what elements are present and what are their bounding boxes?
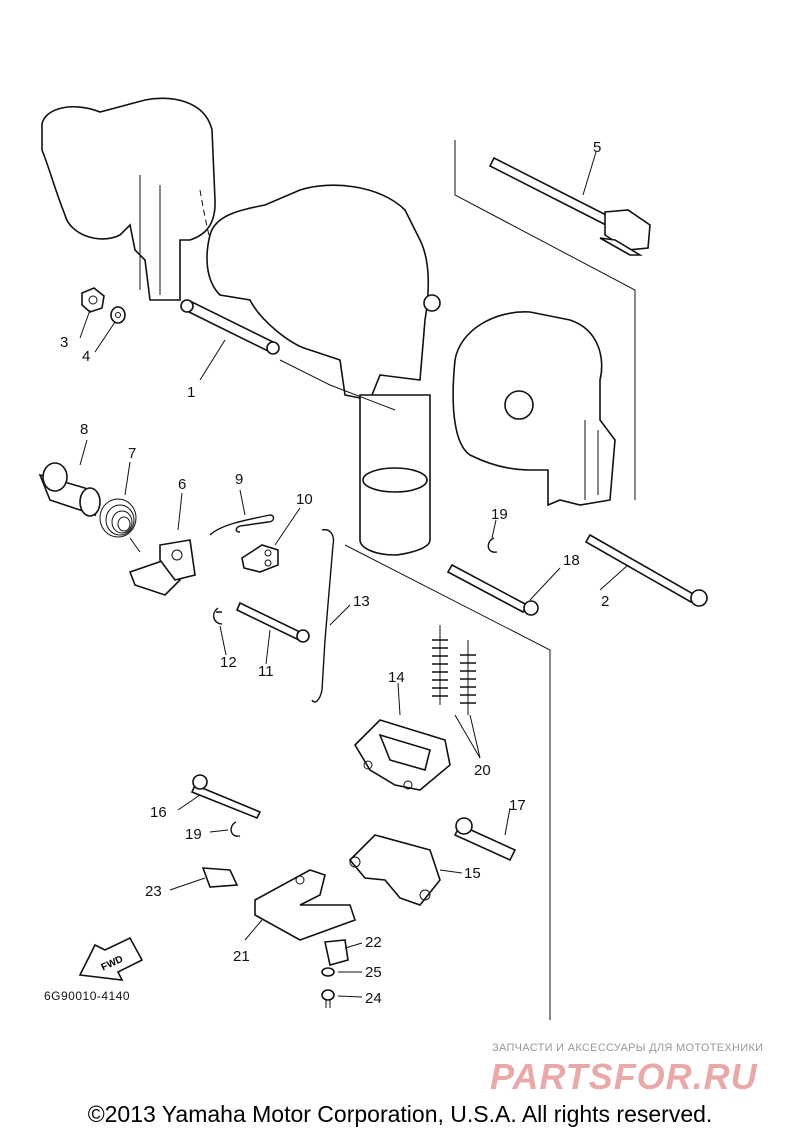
part-10-bracket <box>241 544 279 573</box>
part-22-bracket <box>324 939 349 966</box>
callout-15: 15 <box>464 865 481 882</box>
callout-13: 13 <box>353 593 370 610</box>
callout-20: 20 <box>474 762 491 779</box>
callout-19-upper: 19 <box>491 506 508 523</box>
callout-23: 23 <box>145 883 162 900</box>
part-2-bolt <box>584 533 708 607</box>
swivel-bracket <box>206 184 441 556</box>
callout-21: 21 <box>233 948 250 965</box>
callout-14: 14 <box>388 669 405 686</box>
part-4-washer <box>110 306 126 324</box>
part-16-bolt <box>190 774 262 820</box>
part-19-clip-lower <box>230 821 241 837</box>
drawing-code: 6G90010-4140 <box>44 989 131 1003</box>
callout-24: 24 <box>365 990 382 1007</box>
callout-5: 5 <box>593 139 601 156</box>
callout-16: 16 <box>150 804 167 821</box>
part-15-bracket <box>348 834 441 906</box>
callout-19-lower: 19 <box>185 826 202 843</box>
copyright-notice: ©2013 Yamaha Motor Corporation, U.S.A. A… <box>87 1101 713 1127</box>
part-5-bolt <box>488 156 651 256</box>
part-9-spring-wire <box>209 514 275 536</box>
part-11-pin <box>235 601 310 643</box>
callout-10: 10 <box>296 491 313 508</box>
assembly-box-lower <box>344 544 551 1020</box>
callout-12: 12 <box>220 654 237 671</box>
callout-7: 7 <box>128 445 136 462</box>
callout-1: 1 <box>187 384 195 401</box>
part-3-nut <box>81 287 105 313</box>
part-23-grommet <box>201 867 239 888</box>
leader-lines <box>79 151 629 998</box>
part-20-springs <box>432 625 476 715</box>
callout-25: 25 <box>365 964 382 981</box>
part-8-collar <box>38 462 101 517</box>
bolt-5-box <box>454 140 636 500</box>
callout-8: 8 <box>80 421 88 438</box>
callout-6: 6 <box>178 476 186 493</box>
callout-4: 4 <box>82 348 90 365</box>
part-14-bracket <box>353 719 451 791</box>
callout-22: 22 <box>365 934 382 951</box>
part-1-pin <box>180 299 396 411</box>
clamp-bracket-right <box>452 311 616 507</box>
callout-11: 11 <box>258 663 274 680</box>
fwd-arrow: FWD <box>78 936 144 981</box>
callout-3: 3 <box>60 334 68 351</box>
clamp-bracket-left <box>41 97 216 301</box>
callout-17: 17 <box>509 797 526 814</box>
part-24-screw <box>321 989 335 1008</box>
part-19-clip-upper <box>487 537 498 553</box>
part-6-lever <box>128 539 196 596</box>
callout-18: 18 <box>563 552 580 569</box>
watermark-tagline: ЗАПЧАСТИ И АКСЕССУАРЫ ДЛЯ МОТОТЕХНИКИ <box>492 1042 764 1054</box>
part-17-pin <box>453 817 517 862</box>
part-13-rod <box>311 528 335 703</box>
part-12-clip <box>212 607 223 625</box>
part-25-washer <box>321 967 335 977</box>
part-21-plate <box>254 869 357 941</box>
callout-9: 9 <box>235 471 243 488</box>
part-7-spring <box>99 498 141 553</box>
part-18-bolt <box>446 563 539 616</box>
watermark-logo: PARTSFOR.RU <box>490 1056 758 1097</box>
callout-2: 2 <box>601 593 609 610</box>
